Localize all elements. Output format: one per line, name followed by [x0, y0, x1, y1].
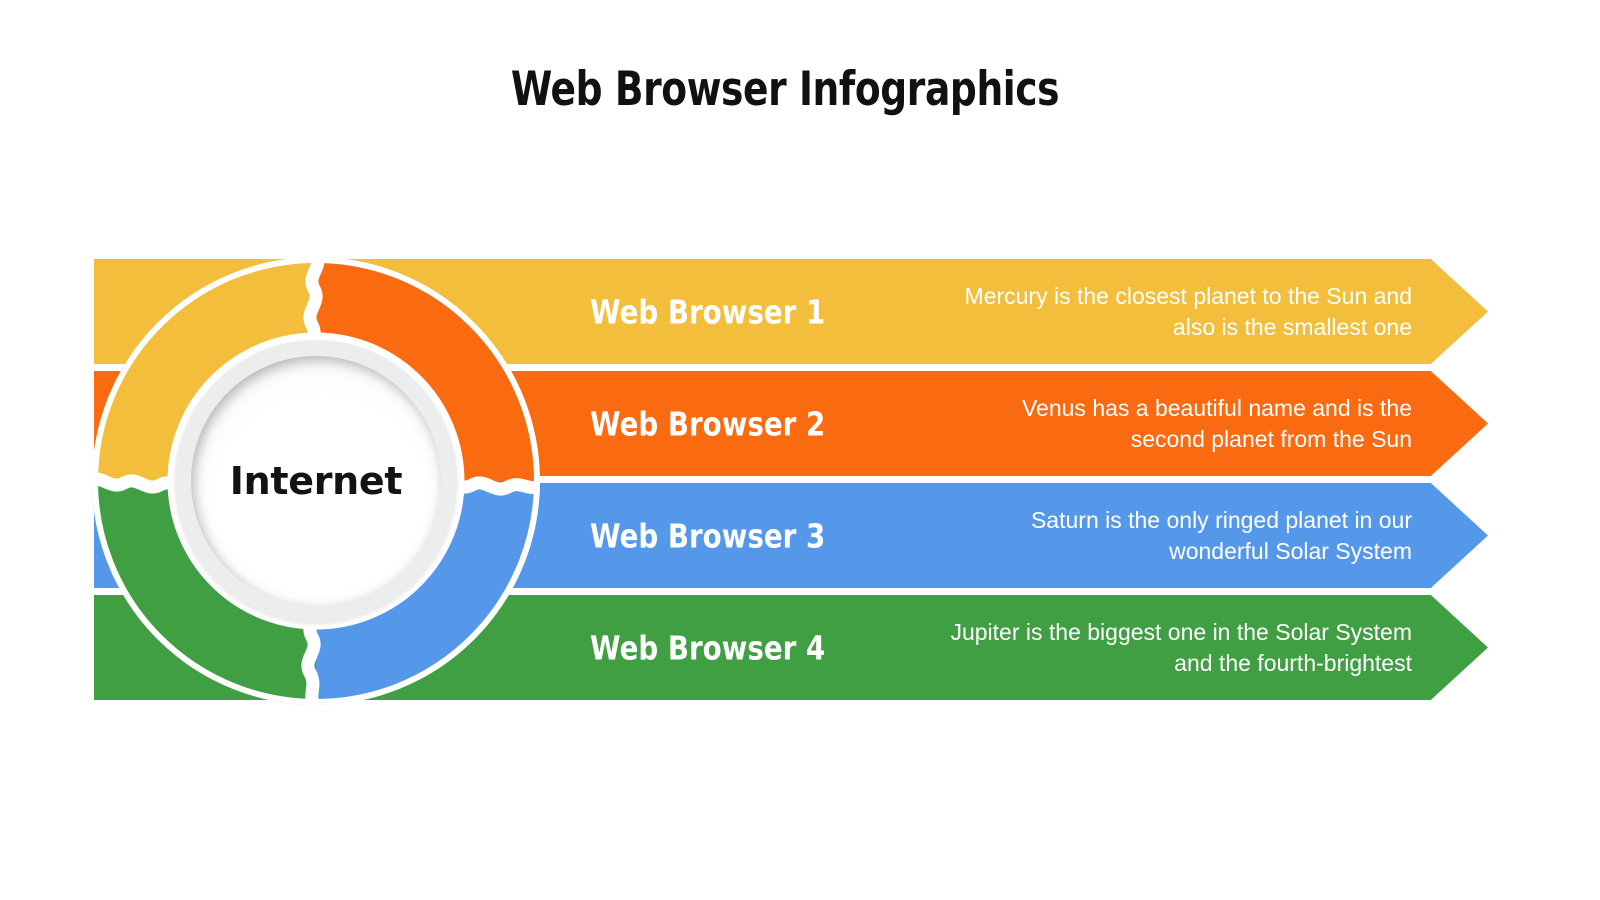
row-label-1: Web Browser 1 [590, 292, 826, 331]
hub-disc: Internet [175, 340, 457, 622]
row-description-1: Mercury is the closest planet to the Sun… [964, 282, 1412, 340]
row-description-4: Jupiter is the biggest one in the Solar … [950, 618, 1412, 676]
row-content-4: Web Browser 4 Jupiter is the biggest one… [94, 595, 1488, 700]
hub-label: Internet [229, 459, 403, 503]
row-content-1: Web Browser 1 Mercury is the closest pla… [94, 259, 1488, 364]
row-label-4: Web Browser 4 [590, 628, 826, 667]
page-title: Web Browser Infographics [510, 62, 1060, 117]
row-label-3: Web Browser 3 [590, 516, 826, 555]
internet-hub-donut: Internet [92, 257, 540, 705]
donut-outer-rim [92, 257, 540, 705]
hub-disc-inner: Internet [191, 356, 441, 606]
row-description-3: Saturn is the only ringed planet in our … [1030, 506, 1412, 564]
row-content-3: Web Browser 3 Saturn is the only ringed … [94, 483, 1488, 588]
donut-inner-rim [167, 332, 465, 630]
row-label-2: Web Browser 2 [590, 404, 826, 443]
row-content-2: Web Browser 2 Venus has a beautiful name… [94, 371, 1488, 476]
row-description-2: Venus has a beautiful name and is the se… [1021, 394, 1412, 452]
